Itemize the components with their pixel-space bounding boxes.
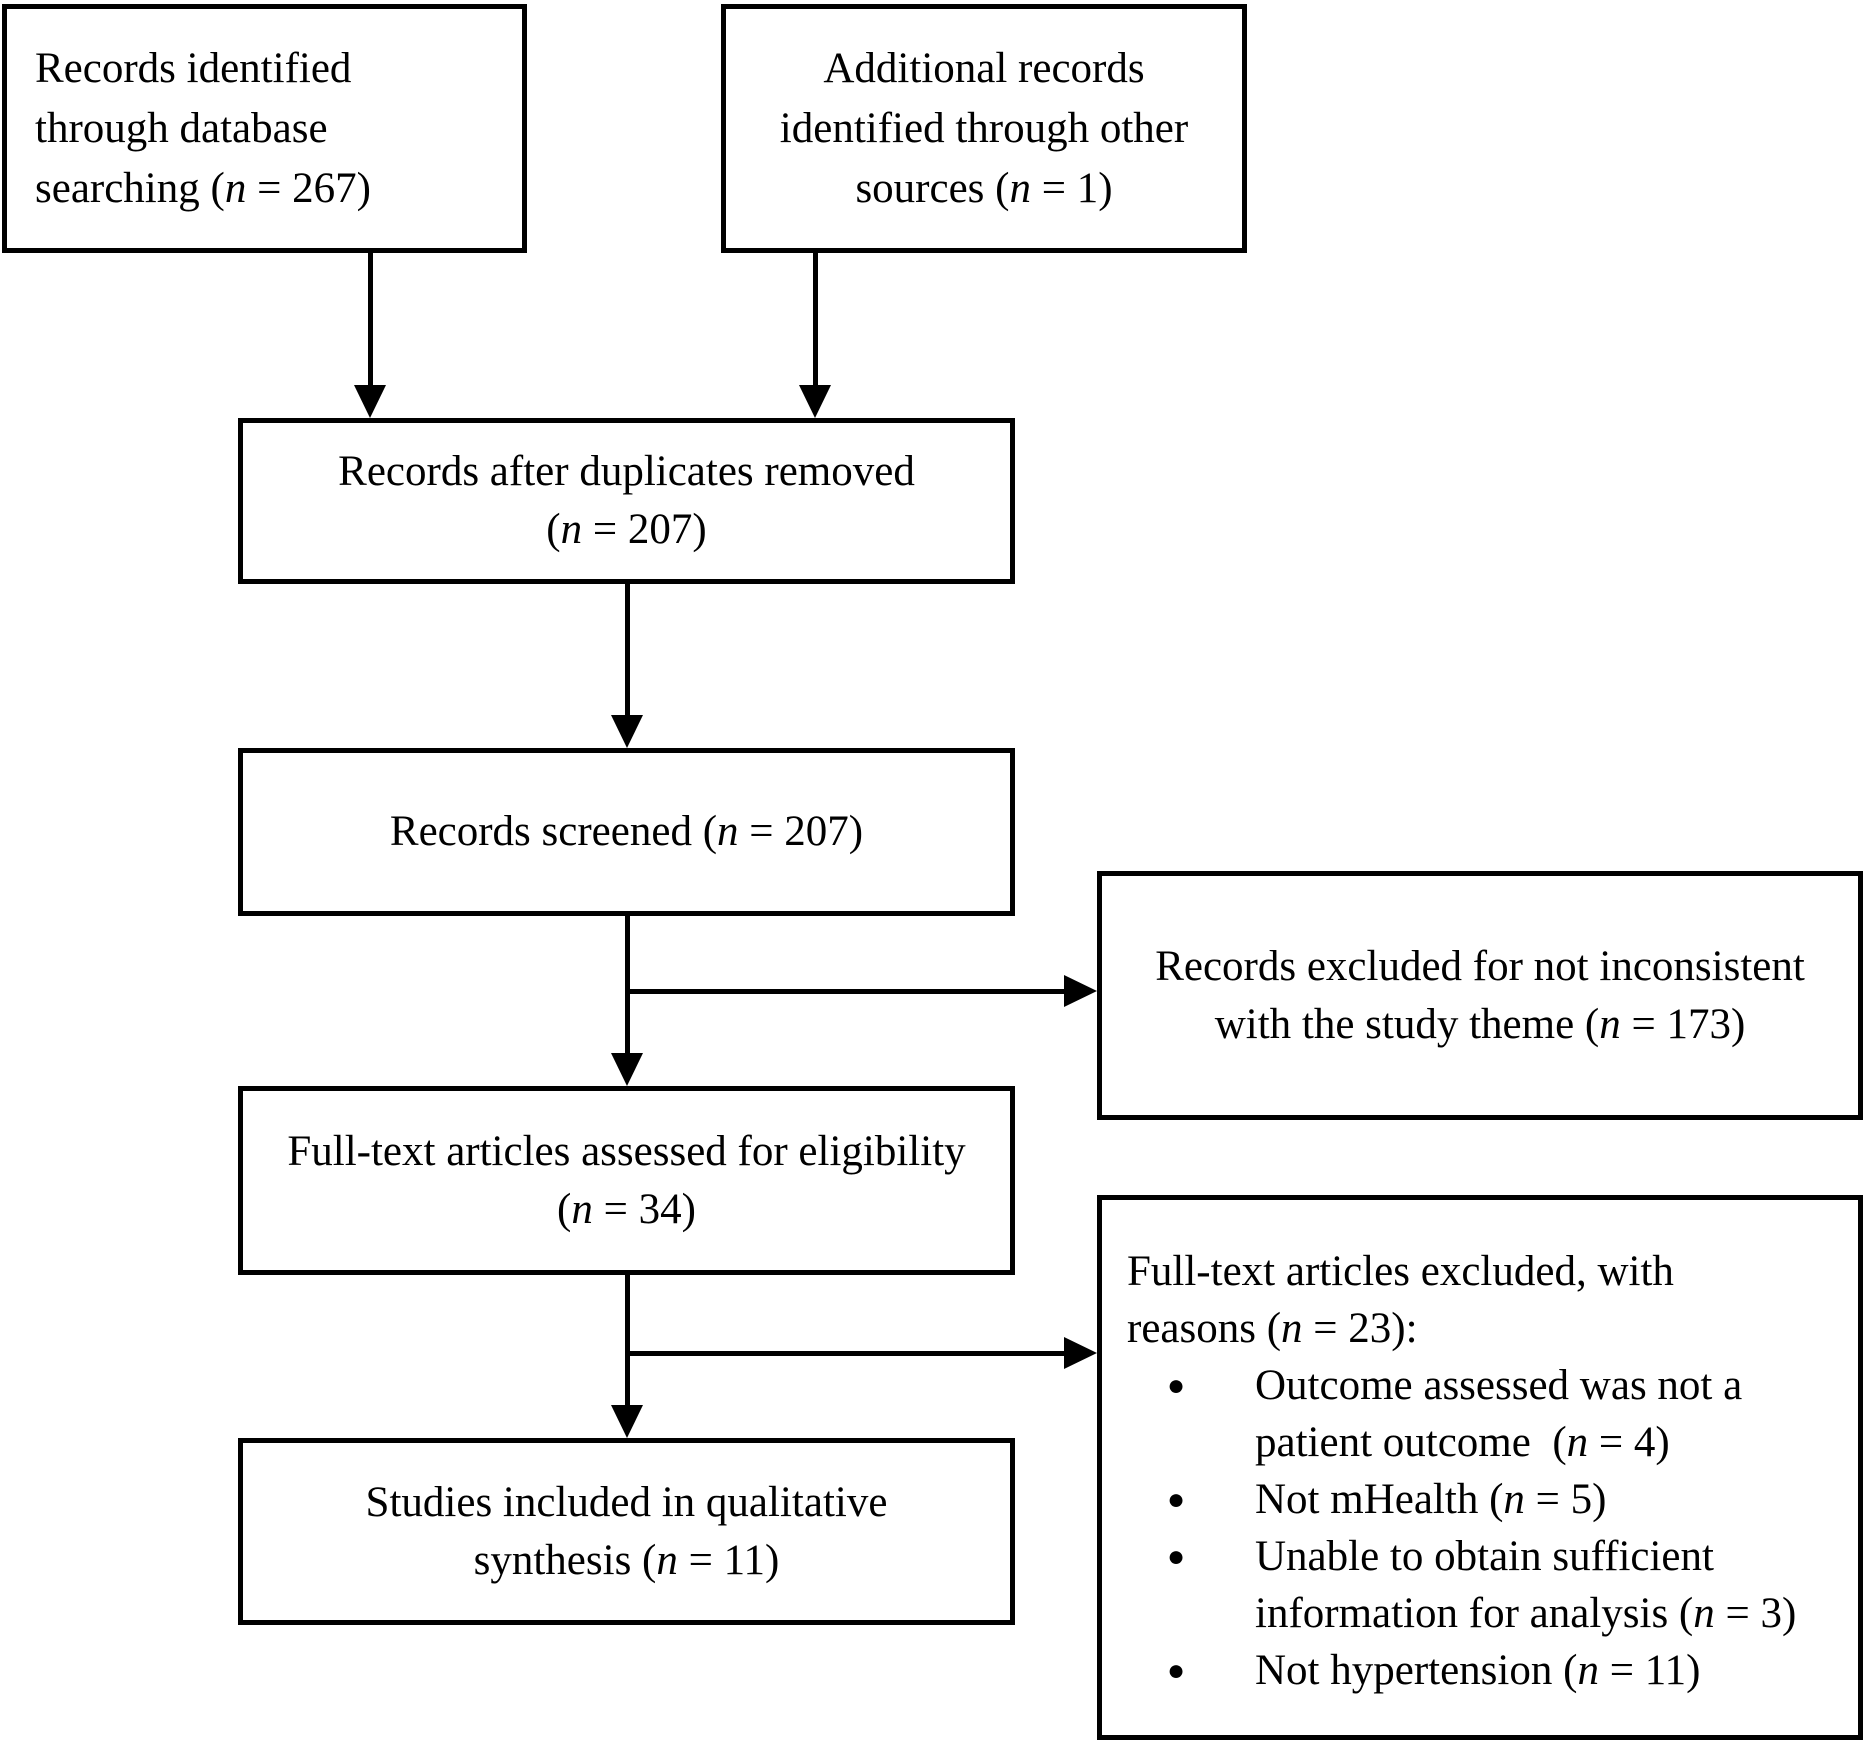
arrow-stem-dedup-to-screened	[625, 584, 630, 718]
arrowhead-right-icon	[1064, 975, 1097, 1007]
flow-box-records-after-duplicates: Records after duplicates removed (n = 20…	[238, 418, 1015, 584]
bullet-text-line: Unable to obtain sufficient	[1255, 1533, 1714, 1580]
flow-box-records-excluded-screening: Records excluded for not inconsistent wi…	[1097, 871, 1863, 1120]
flow-box-records-screened: Records screened (n = 207)	[238, 748, 1015, 916]
bullet-icon: ●	[1167, 1654, 1186, 1687]
box-text-line: Full-text articles assessed for eligibil…	[287, 1127, 966, 1175]
box-text-line: Records identified	[35, 44, 352, 92]
box-text-line: Additional records	[823, 44, 1145, 92]
box-text-line: Studies included in qualitative	[365, 1478, 888, 1526]
exclusion-reason-item: ● Not mHealth (n = 5)	[1167, 1471, 1848, 1528]
arrow-stem-database-to-dedup	[368, 253, 373, 388]
bullet-icon: ●	[1167, 1369, 1186, 1402]
flow-box-records-identified-database: Records identified through database sear…	[2, 4, 527, 253]
flow-box-fulltext-assessed: Full-text articles assessed for eligibil…	[238, 1086, 1015, 1275]
arrowhead-down-icon	[611, 1053, 643, 1086]
box-text-line: searching (n = 267)	[35, 164, 371, 212]
box-text-line: identified through other	[779, 104, 1189, 152]
box-text-line: Records excluded for not inconsistent	[1155, 942, 1805, 990]
arrowhead-down-icon	[354, 385, 386, 418]
exclusion-reason-item: ● Unable to obtain sufficient informatio…	[1167, 1528, 1848, 1642]
box-text-line: Full-text articles excluded, with	[1127, 1248, 1674, 1295]
arrow-stem-fulltext-to-included	[625, 1275, 630, 1408]
flow-box-additional-records-other-sources: Additional records identified through ot…	[721, 4, 1247, 253]
box-text-line: sources (n = 1)	[855, 164, 1113, 212]
box-text-line: (n = 207)	[546, 506, 707, 553]
arrow-stem-branch-to-fulltext-excluded	[627, 1351, 1065, 1356]
arrowhead-down-icon	[611, 1405, 643, 1438]
arrow-stem-other-to-dedup	[813, 253, 818, 388]
bullet-text-line: Not mHealth (n = 5)	[1255, 1476, 1607, 1523]
arrowhead-down-icon	[799, 385, 831, 418]
bullet-icon: ●	[1167, 1540, 1186, 1573]
arrowhead-down-icon	[611, 715, 643, 748]
arrowhead-right-icon	[1064, 1337, 1097, 1369]
box-text-line: reasons (n = 23):	[1127, 1305, 1418, 1352]
bullet-text-line: information for analysis (n = 3)	[1255, 1590, 1797, 1637]
exclusion-reason-item: ● Not hypertension (n = 11)	[1167, 1642, 1848, 1699]
box-text-line: Records after duplicates removed	[338, 448, 915, 495]
bullet-text-line: patient outcome (n = 4)	[1255, 1419, 1670, 1466]
bullet-text-line: Not hypertension (n = 11)	[1255, 1647, 1701, 1694]
flow-box-studies-included: Studies included in qualitative synthesi…	[238, 1438, 1015, 1625]
bullet-text-line: Outcome assessed was not a	[1255, 1362, 1743, 1409]
arrow-stem-screened-to-fulltext	[625, 916, 630, 1056]
box-text-line: with the study theme (n = 173)	[1214, 1000, 1746, 1048]
bullet-icon: ●	[1167, 1483, 1186, 1516]
exclusion-reason-item: ● Outcome assessed was not a patient out…	[1167, 1357, 1848, 1471]
flow-box-fulltext-excluded: Full-text articles excluded, with reason…	[1097, 1195, 1863, 1740]
box-text-line: (n = 34)	[557, 1185, 696, 1233]
arrow-stem-branch-to-excluded-screening	[627, 989, 1065, 994]
box-text-line: synthesis (n = 11)	[473, 1536, 780, 1584]
box-text-line: Records screened (n = 207)	[389, 808, 864, 855]
box-text-line: through database	[35, 104, 328, 152]
